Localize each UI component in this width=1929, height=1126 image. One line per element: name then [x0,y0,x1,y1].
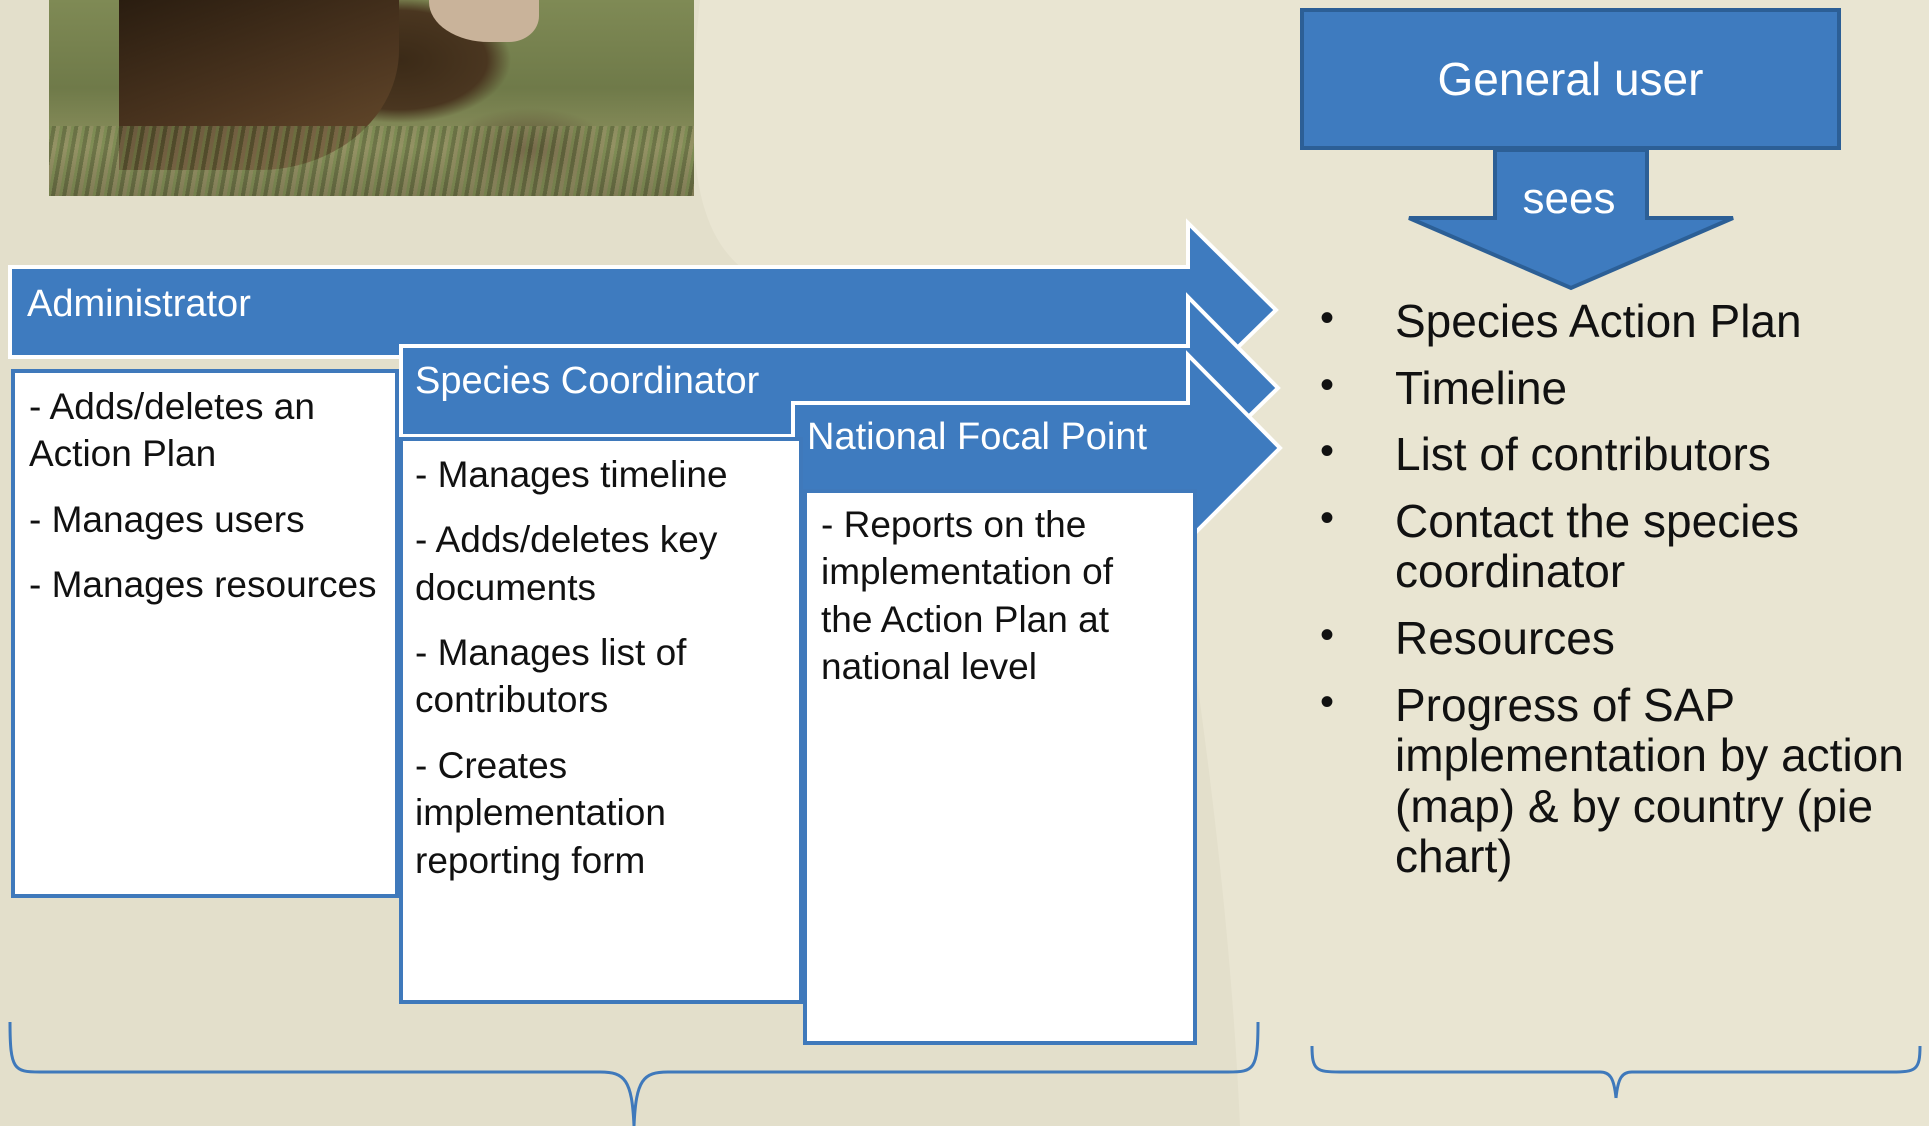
right-brace [1310,1045,1922,1099]
species-coordinator-item: - Manages timeline [415,454,728,495]
general-user-title: General user [1437,53,1704,105]
left-brace [8,1021,1260,1126]
administrator-card: - Adds/deletes an Action Plan - Manages … [11,369,399,898]
general-user-list-item: •List of contributors [1320,428,1771,481]
bullet-icon: • [1320,612,1335,657]
bullet-icon: • [1320,495,1335,540]
national-focal-point-card: - Reports on the implementation of the A… [803,489,1197,1045]
general-user-list-item: •Species Action Plan [1320,295,1802,347]
eagle-photo [49,0,694,196]
bullet-icon: • [1320,362,1335,407]
sees-label: sees [1522,174,1616,223]
general-user-box: General user [1300,8,1841,150]
bullet-icon: • [1320,296,1335,340]
general-user-list-item: •Contact the species coordinator [1320,494,1800,598]
national-focal-point-title: National Focal Point [807,416,1148,458]
general-user-list-item: •Timeline [1320,361,1568,414]
bullet-icon: • [1320,679,1335,724]
administrator-title: Administrator [27,283,251,325]
administrator-item: - Manages resources [29,564,377,606]
grass-texture [49,126,694,196]
species-coordinator-item: - Creates implementation reporting form [415,744,666,881]
general-user-list-item: •Progress of SAP implementation by actio… [1320,678,1904,883]
administrator-item: - Adds/deletes an Action Plan [29,386,315,475]
national-focal-point-item: - Reports on the implementation of the A… [821,504,1114,688]
species-coordinator-card: - Manages timeline - Adds/deletes key do… [399,437,803,1004]
sees-arrow [1408,148,1734,291]
bullet-icon: • [1320,429,1335,474]
general-user-list-item: •Resources [1320,611,1615,664]
general-user-list: •Species Action Plan •Timeline •List of … [1320,296,1920,898]
administrator-item: - Manages users [29,498,305,540]
species-coordinator-title: Species Coordinator [415,360,760,402]
species-coordinator-item: - Adds/deletes key documents [415,519,718,608]
species-coordinator-item: - Manages list of contributors [415,632,687,721]
